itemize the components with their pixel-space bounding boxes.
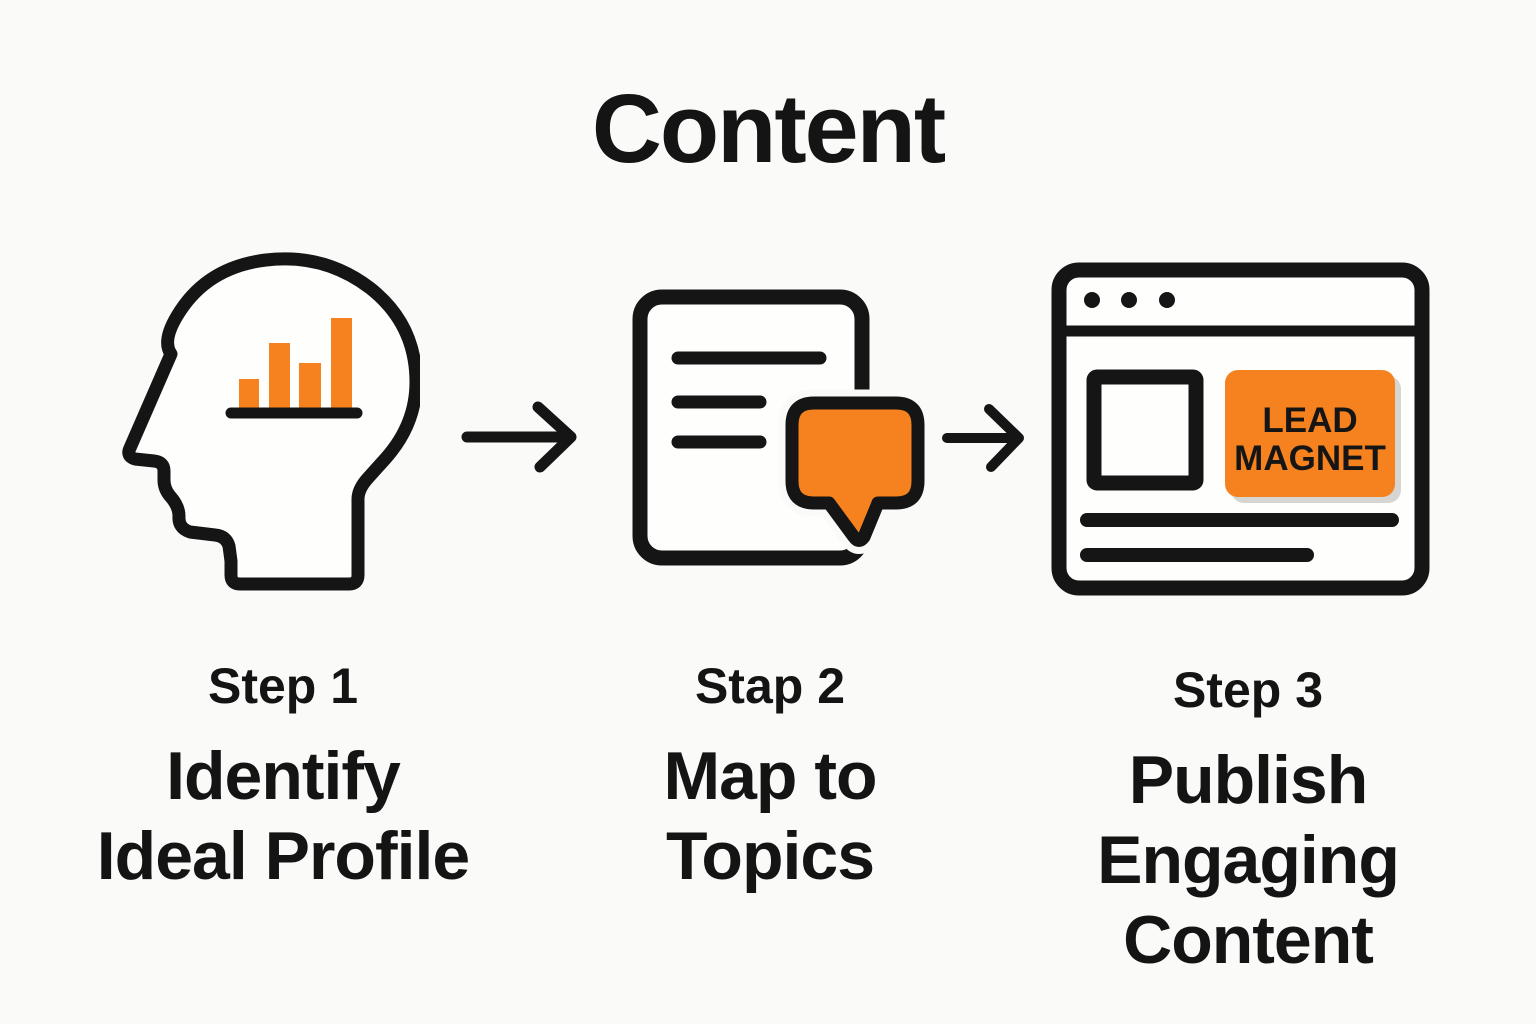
head-outline xyxy=(122,252,420,591)
lead-magnet-badge: LEAD MAGNET xyxy=(1225,370,1395,497)
document-text-lines xyxy=(671,351,827,449)
bar-4 xyxy=(331,318,352,411)
window-control-dots xyxy=(1084,292,1175,308)
arrow-right-icon xyxy=(461,401,577,473)
bar-2 xyxy=(269,343,290,411)
step-2-name: Map to Topics xyxy=(663,738,877,894)
browser-text-lines xyxy=(1080,513,1399,562)
bar-1 xyxy=(239,379,259,411)
step-1-label: Step 1 xyxy=(207,658,359,714)
badge-line-1: LEAD xyxy=(1262,401,1357,440)
chat-bubble-icon xyxy=(785,396,925,547)
step-2-text: Stap 2 Map to Topics xyxy=(663,658,877,896)
bar-3 xyxy=(299,363,321,411)
step-3-text: Step 3 Publish Engaging Content xyxy=(1097,662,1400,980)
image-placeholder-box xyxy=(1086,369,1204,491)
step-1-name: Identify Ideal Profile xyxy=(96,738,470,894)
document-icon xyxy=(632,289,932,566)
bar-chart-icon xyxy=(225,318,363,419)
browser-window-icon: LEAD MAGNET xyxy=(1051,262,1430,596)
step-1-text: Step 1 Identify Ideal Profile xyxy=(96,658,470,896)
step-3-label: Step 3 xyxy=(1172,662,1324,718)
step-3-name: Publish Engaging Content xyxy=(1097,742,1400,978)
head-profile-icon xyxy=(122,252,420,591)
page-title: Content xyxy=(591,74,946,183)
badge-line-2: MAGNET xyxy=(1234,439,1386,478)
arrow-right-icon xyxy=(942,404,1024,472)
step-2-label: Stap 2 xyxy=(694,658,846,714)
